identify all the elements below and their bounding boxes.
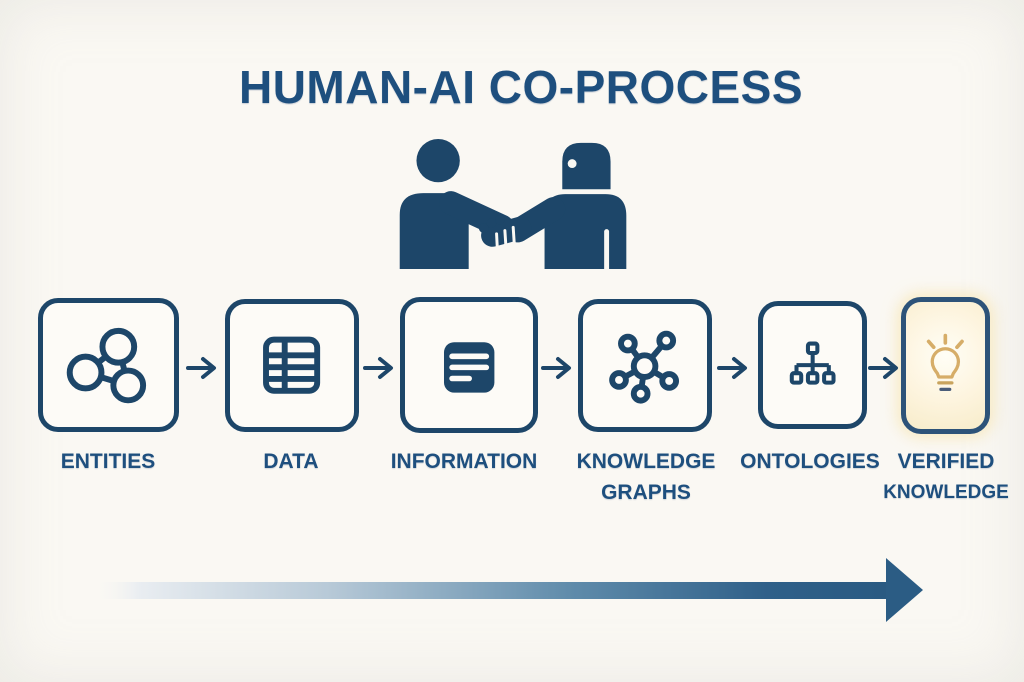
step-box-information [400,297,538,433]
hub-graph-icon [609,331,680,404]
diagram-title: HUMAN-AI CO-PROCESS [238,61,804,113]
document-text-icon [443,341,495,393]
flow-arrow-icon [363,357,393,379]
step-box-data [225,299,359,432]
step-label-information: INFORMATION [390,450,538,473]
step-label-knowledge-graphs: KNOWLEDGE GRAPHS [576,450,716,504]
robot-figure-icon [506,142,627,272]
handshake-hands-icon [478,214,532,250]
step-box-verified-knowledge [901,297,990,434]
step-box-entities [38,298,179,432]
flow-arrow-icon [186,357,216,379]
data-table-icon [263,336,321,395]
step-label-ontologies: ONTOLOGIES [740,450,880,473]
step-label-data: DATA [263,450,319,473]
hierarchy-tree-icon [789,341,836,385]
lightbulb-icon [926,333,965,392]
process-direction-arrow [92,558,923,622]
flow-arrow-icon [868,357,898,379]
step-label-verified-knowledge: VERIFIED KNOWLEDGE [883,450,1009,503]
human-ai-handshake-illustration [392,136,637,272]
flow-arrow-icon [541,357,571,379]
handshake-svg [399,138,627,272]
flow-arrow-icon [717,357,747,379]
human-figure-icon [399,138,515,269]
step-box-ontologies [758,301,867,429]
step-box-knowledge-graphs [578,299,712,432]
step-label-entities: ENTITIES [60,450,156,473]
network-nodes-icon [66,328,147,404]
